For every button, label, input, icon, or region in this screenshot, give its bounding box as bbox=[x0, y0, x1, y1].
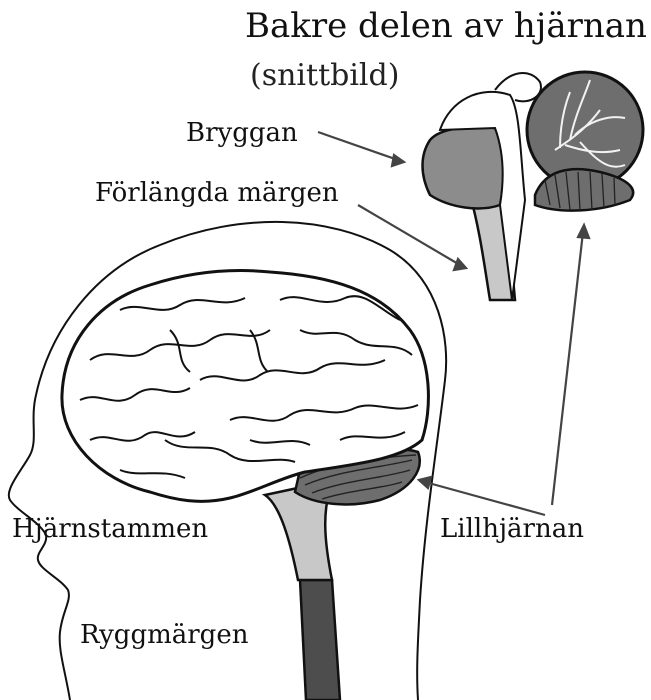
diagram-subtitle: (snittbild) bbox=[250, 58, 399, 93]
label-lillhjarnan: Lillhjärnan bbox=[440, 514, 584, 544]
label-hjarnstammen: Hjärnstammen bbox=[12, 514, 208, 544]
section-pons bbox=[423, 127, 504, 208]
spinal-cord bbox=[300, 580, 340, 700]
label-bryggan: Bryggan bbox=[186, 118, 298, 148]
label-forlangda-margen: Förlängda märgen bbox=[95, 178, 339, 208]
label-ryggmargen: Ryggmärgen bbox=[80, 620, 248, 650]
diagram-title: Bakre delen av hjärnan bbox=[245, 6, 647, 46]
